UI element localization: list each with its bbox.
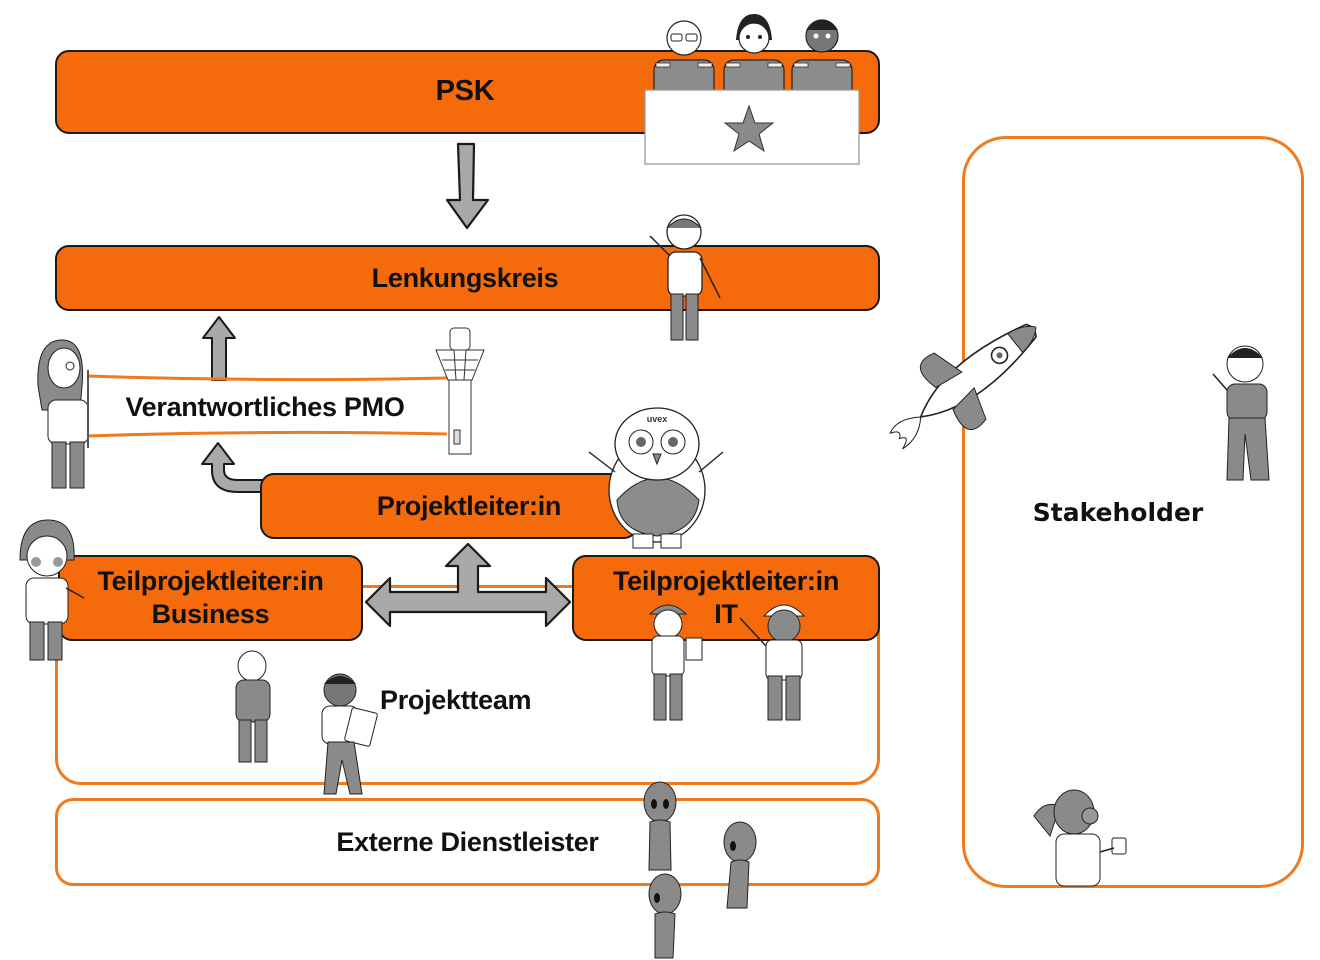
- elderly-man-illustration: [235, 650, 271, 763]
- stakeholder-box: Stakeholder: [962, 136, 1304, 888]
- lenkungskreis-box: Lenkungskreis: [55, 245, 880, 311]
- alien-2: [723, 821, 757, 909]
- pmo-label: Verantwortliches PMO: [125, 391, 405, 422]
- psk-label: PSK: [435, 75, 495, 108]
- stakeholder-label: Stakeholder: [1032, 497, 1204, 527]
- worker-with-clipboard: [648, 604, 703, 721]
- aliens-illustration: [643, 781, 757, 959]
- projektleiter-label: Projektleiter:in: [376, 490, 562, 521]
- pmo-banner-lines: [86, 374, 448, 438]
- alien-3: [648, 873, 682, 959]
- girl-bob-hair-illustration: [19, 519, 85, 661]
- girl-with-cup-illustration: [1033, 789, 1127, 887]
- arrow-tpl-bidirectional-and-up: [364, 542, 572, 628]
- arrow-pmo-to-lenkungskreis: [202, 316, 236, 381]
- tpl-business-line2: Business: [151, 599, 270, 629]
- projektteam-label: Projektteam: [380, 685, 532, 715]
- tpl-it-line1: Teilprojektleiter:in: [612, 566, 840, 597]
- committee-member-3: [791, 19, 853, 101]
- alien-1: [643, 781, 677, 871]
- projektleiter-box: Projektleiter:in: [260, 473, 638, 539]
- committee-member-2: [723, 14, 785, 101]
- tpl-business-box: Teilprojektleiter:in Business: [58, 555, 363, 641]
- person-headset-waving-illustration: [649, 214, 721, 341]
- pmo-box: Verantwortliches PMO: [95, 380, 435, 434]
- tpl-business-line1: Teilprojektleiter:in: [97, 566, 324, 597]
- owl-badge-text: uvex: [647, 414, 668, 424]
- committee-member-1: [653, 20, 715, 101]
- externe-dienstleister-box: Externe Dienstleister: [55, 798, 880, 886]
- arrow-projektleiter-to-pmo: [201, 442, 269, 493]
- externe-dienstleister-label: Externe Dienstleister: [336, 826, 599, 857]
- lenkungskreis-label: Lenkungskreis: [371, 262, 559, 293]
- worker-with-cap: [739, 604, 806, 721]
- tpl-it-box: Teilprojektleiter:in IT: [572, 555, 880, 641]
- it-workers-illustration: [648, 604, 806, 721]
- rocket-icon: [889, 323, 1037, 450]
- tpl-it-line2: IT: [714, 599, 738, 629]
- boy-waving-illustration: [1212, 345, 1270, 481]
- arrow-psk-to-lenkungskreis: [445, 142, 490, 230]
- star-icon: [723, 104, 775, 153]
- girl-holding-banner-illustration: [37, 339, 89, 489]
- owl-mascot-illustration: uvex: [588, 407, 724, 549]
- tower-illustration: [435, 327, 485, 455]
- boy-with-notepad-illustration: [321, 673, 378, 795]
- psk-committee-illustration: [644, 14, 860, 165]
